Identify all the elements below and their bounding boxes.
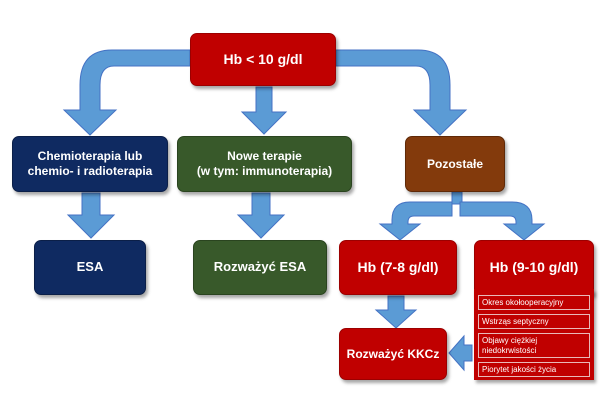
chemotherapy-node: Chemioterapia lub chemio- i radioterapia bbox=[12, 136, 168, 192]
hb-7-8-node: Hb (7-8 g/dl) bbox=[339, 240, 457, 295]
other-label: Pozostałe bbox=[426, 156, 483, 171]
criteria-item-quality-of-life: Piorytet jakości życia bbox=[478, 361, 590, 377]
arrow-root-to-other bbox=[335, 49, 468, 136]
hb-below-10-node: Hb < 10 g/dl bbox=[190, 33, 336, 86]
consider-kkcz-node: Rozważyć KKCz bbox=[339, 328, 447, 380]
arrow-chemo-to-esa bbox=[66, 192, 116, 239]
hb-below-10-label: Hb < 10 g/dl bbox=[223, 50, 303, 67]
arrow-criteria-to-kkcz bbox=[448, 334, 473, 372]
criteria-item-perioperative: Okres okołooperacyjny bbox=[478, 295, 590, 311]
arrow-hb-low-to-kkcz bbox=[374, 295, 418, 329]
new-therapies-label-line1: Nowe terapie bbox=[227, 149, 302, 163]
new-therapies-label-line2: (w tym: immunoterapia) bbox=[196, 164, 333, 178]
esa-label: ESA bbox=[76, 259, 104, 275]
hb-9-10-node: Hb (9-10 g/dl) bbox=[474, 240, 594, 295]
criteria-list: Okres okołooperacyjny Wstrząs septyczny … bbox=[474, 289, 594, 380]
criteria-item-severe-anemia-symptoms: Objawy ciężkiej niedokrwistości bbox=[478, 333, 590, 358]
hb-7-8-label: Hb (7-8 g/dl) bbox=[357, 258, 439, 275]
arrow-root-to-new-therapies bbox=[240, 86, 288, 135]
arrow-split-to-hb-mid bbox=[459, 201, 546, 241]
consider-esa-node: Rozważyć ESA bbox=[193, 240, 327, 295]
hb-9-10-label: Hb (9-10 g/dl) bbox=[489, 258, 579, 275]
consider-kkcz-label: Rozważyć KKCz bbox=[346, 346, 440, 361]
arrow-new-therapies-to-consider-esa bbox=[236, 192, 286, 239]
other-node: Pozostałe bbox=[405, 136, 505, 192]
consider-esa-label: Rozważyć ESA bbox=[213, 259, 307, 275]
new-therapies-node: Nowe terapie (w tym: immunoterapia) bbox=[177, 136, 352, 192]
chemotherapy-label-line2: chemio- i radioterapia bbox=[27, 164, 153, 178]
esa-node: ESA bbox=[34, 240, 146, 295]
arrow-split-to-hb-low bbox=[378, 201, 453, 241]
chemotherapy-label-line1: Chemioterapia lub bbox=[37, 149, 143, 163]
criteria-item-septic-shock: Wstrząs septyczny bbox=[478, 314, 590, 330]
arrow-root-to-chemo bbox=[62, 49, 191, 136]
